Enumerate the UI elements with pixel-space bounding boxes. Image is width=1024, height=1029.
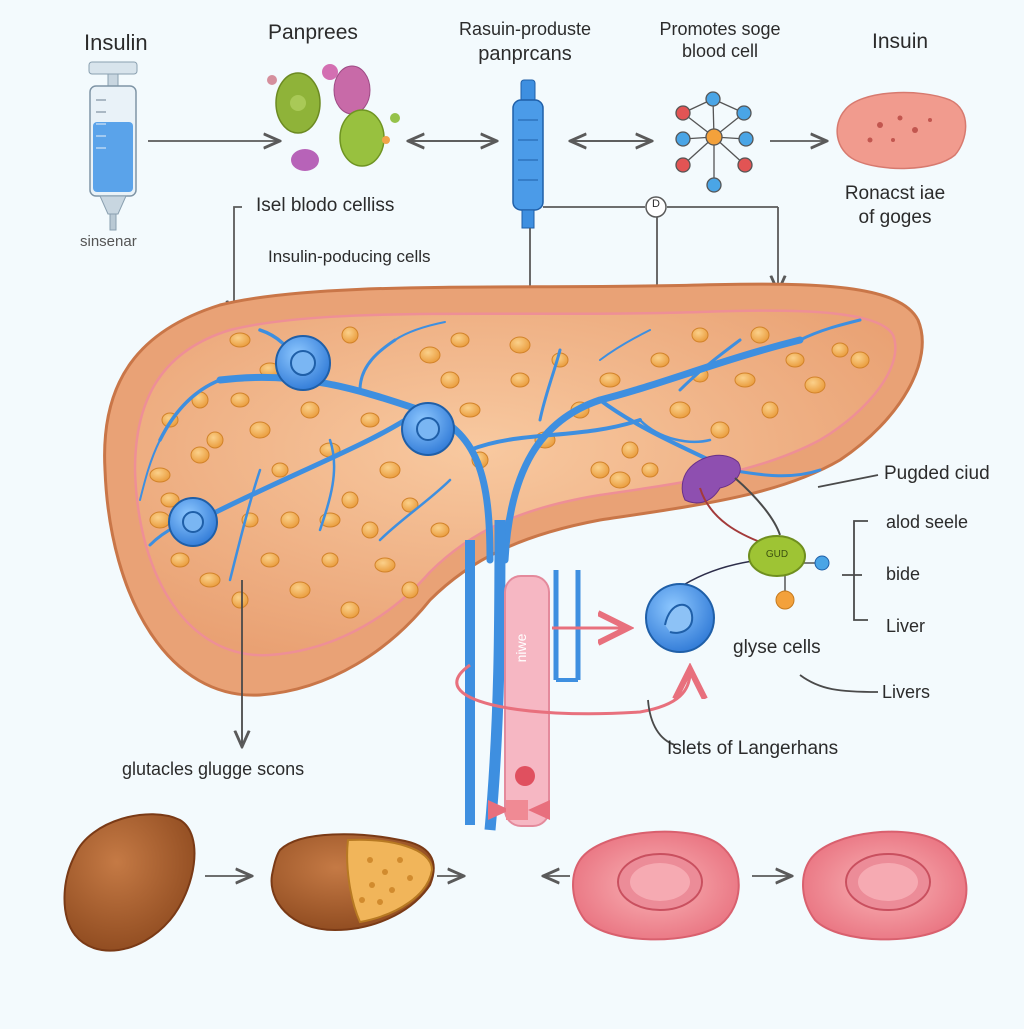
liver-icon (63, 813, 196, 952)
islet-dot (450, 332, 470, 348)
islet-dot (341, 326, 359, 344)
label-islets: Islets of Langerhans (667, 738, 839, 759)
islet-dot (401, 581, 419, 599)
bracket-lines (242, 474, 879, 745)
node-d (645, 196, 667, 218)
islet-dot (379, 461, 401, 479)
islet-dot (509, 336, 531, 354)
islet-dot (831, 342, 849, 358)
pink-arrows (455, 628, 690, 716)
cell-gud-label: GUD (765, 549, 789, 560)
islet-icon (645, 583, 715, 653)
islet-dot (419, 346, 441, 364)
islet-dot (271, 462, 289, 478)
islet-dot (199, 572, 221, 588)
islet-dot (761, 401, 779, 419)
main-vessels (465, 519, 581, 831)
islet-dot (710, 421, 730, 439)
islet-dot (321, 552, 339, 568)
islet-dot (609, 471, 631, 489)
liver-cut-icon (270, 833, 435, 932)
vessel-label: niwe (513, 633, 529, 662)
blue-cells (168, 335, 455, 547)
islet-dot (804, 376, 826, 394)
islet-dot (260, 552, 280, 568)
label-livers: Livers (882, 682, 931, 702)
label-bide: bide (886, 564, 921, 584)
islet-dot (785, 352, 805, 368)
label-insulin-left: Insulin (84, 30, 148, 55)
islet-dot (510, 372, 530, 388)
islet-dot (149, 511, 171, 529)
islet-dot (850, 351, 870, 369)
islet-dot (300, 401, 320, 419)
molecule-icon (675, 91, 754, 193)
tissue-icon (836, 91, 967, 170)
islet-dot (360, 412, 380, 428)
islet-dot (734, 372, 756, 388)
injector-icon (512, 79, 544, 229)
islet-dot (590, 461, 610, 479)
label-promotes-line1: Promotes soge (659, 19, 781, 39)
cell-cluster-icon (267, 64, 400, 171)
label-top-mid-line2: panprcans (478, 43, 572, 65)
islet-dot (691, 327, 709, 343)
islet-dot (669, 401, 691, 419)
islet-dot (160, 492, 180, 508)
syringe-icon (88, 61, 138, 231)
gland-icon (681, 454, 741, 504)
label-alod: alod seele (886, 512, 969, 532)
islet-dot (170, 552, 190, 568)
label-isel-blood: Isel blodo celliss (256, 195, 395, 216)
islet-dot (190, 446, 210, 464)
islet-dot (401, 497, 419, 513)
islet-dot (621, 441, 639, 459)
label-romact-line1: Ronacst iae (844, 183, 946, 204)
islet-dot (459, 402, 481, 418)
islet-dot (361, 521, 379, 539)
label-pugded: Pugded ciud (884, 463, 990, 484)
islet-dot (249, 421, 271, 439)
islet-dot (650, 352, 670, 368)
label-promotes-line2: blood cell (681, 41, 759, 61)
islet-dot (440, 371, 460, 389)
label-glyse: glyse cells (733, 637, 821, 658)
tissue-section-icon-2 (802, 830, 968, 941)
label-insulin-right: Insuin (872, 30, 929, 53)
islet-dot (280, 511, 300, 529)
label-sinsenar: sinsenar (80, 233, 137, 250)
islet-dot (149, 467, 171, 483)
islet-dot (750, 326, 770, 344)
label-top-mid-line1: Rasuin-produste (458, 19, 592, 39)
islet-dot (374, 557, 396, 573)
label-glutacles: glutacles glugge scons (122, 759, 305, 779)
islet-dot (289, 581, 311, 599)
islet-dot (229, 332, 251, 348)
islet-dot (430, 522, 450, 538)
label-insulin-producing: Insulin-poducing cells (268, 247, 431, 266)
green-cell (649, 477, 830, 613)
islet-dot (340, 601, 360, 619)
label-romact-line2: of goges (858, 207, 932, 228)
node-d-label: D (652, 198, 660, 210)
islet-dot (641, 462, 659, 478)
islet-cells (149, 326, 870, 619)
islet-dot (341, 491, 359, 509)
islet-dot (206, 431, 224, 449)
islet-dot (231, 591, 249, 609)
label-pancrees: Panprees (268, 21, 358, 44)
pink-duct (504, 575, 550, 827)
islet-dot (599, 372, 621, 388)
label-liver-right: Liver (886, 616, 926, 636)
islet-dot (230, 392, 250, 408)
tissue-section-icon (572, 830, 740, 941)
